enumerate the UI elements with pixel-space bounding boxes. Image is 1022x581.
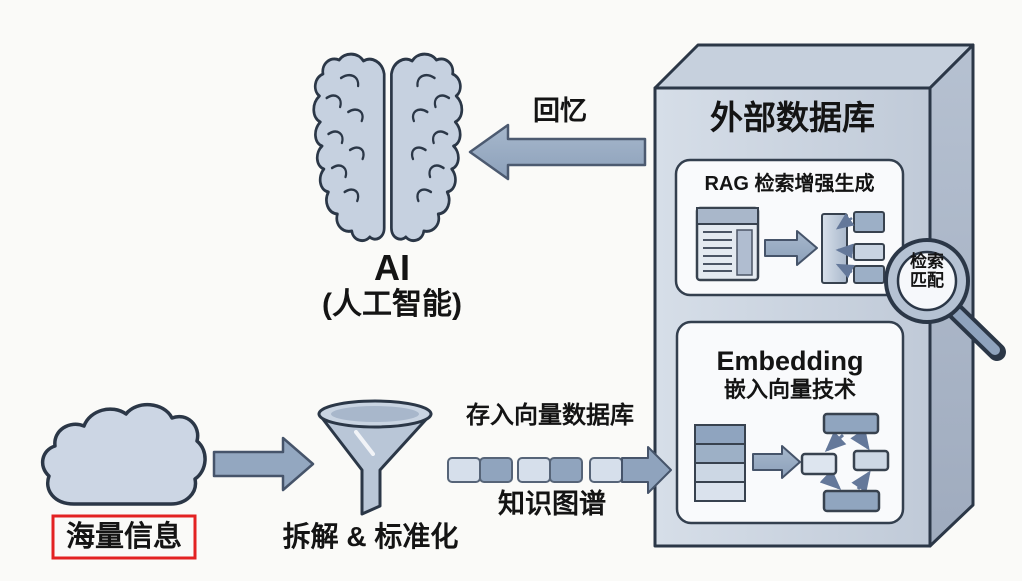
- embedding-title-en: Embedding: [716, 346, 864, 376]
- recall-arrow-icon: [468, 123, 647, 181]
- knowledge-graph-label: 知识图谱: [498, 489, 606, 519]
- cloud-icon: [40, 403, 207, 506]
- external-db-title: 外部数据库: [710, 99, 875, 136]
- brain-icon: [312, 52, 464, 243]
- ai-title: AI: [374, 247, 410, 288]
- ai-subtitle: (人工智能): [322, 288, 462, 321]
- vector-graph: [800, 412, 890, 513]
- vector-store-label: 存入向量数据库: [466, 402, 634, 429]
- retrieval-result-boxes: [835, 211, 885, 284]
- funnel-label: 拆解 & 标准化: [282, 521, 459, 552]
- magnifier-label-line2: 匹配: [910, 270, 944, 290]
- database-icon: [694, 424, 746, 502]
- ingest-arrow-icon: [212, 436, 315, 492]
- knowledge-blocks: [447, 457, 623, 483]
- magnifier-label-line1: 检索: [910, 252, 944, 271]
- highlight-red-box: [51, 514, 197, 560]
- recall-label: 回忆: [533, 96, 587, 126]
- rag-flow-arrow-icon: [764, 230, 818, 266]
- embedding-title-zh: 嵌入向量技术: [723, 377, 856, 402]
- cloud-label: 海量信息: [65, 521, 182, 553]
- magnifier-label: 检索 匹配: [898, 252, 956, 290]
- funnel-icon: [317, 399, 433, 516]
- vector-store-arrow-icon: [621, 446, 672, 494]
- embedding-arrow-icon: [752, 445, 801, 479]
- magnifier-icon: [884, 238, 1006, 361]
- document-icon: [695, 206, 760, 282]
- rag-panel-title: RAG 检索增强生成: [704, 173, 875, 195]
